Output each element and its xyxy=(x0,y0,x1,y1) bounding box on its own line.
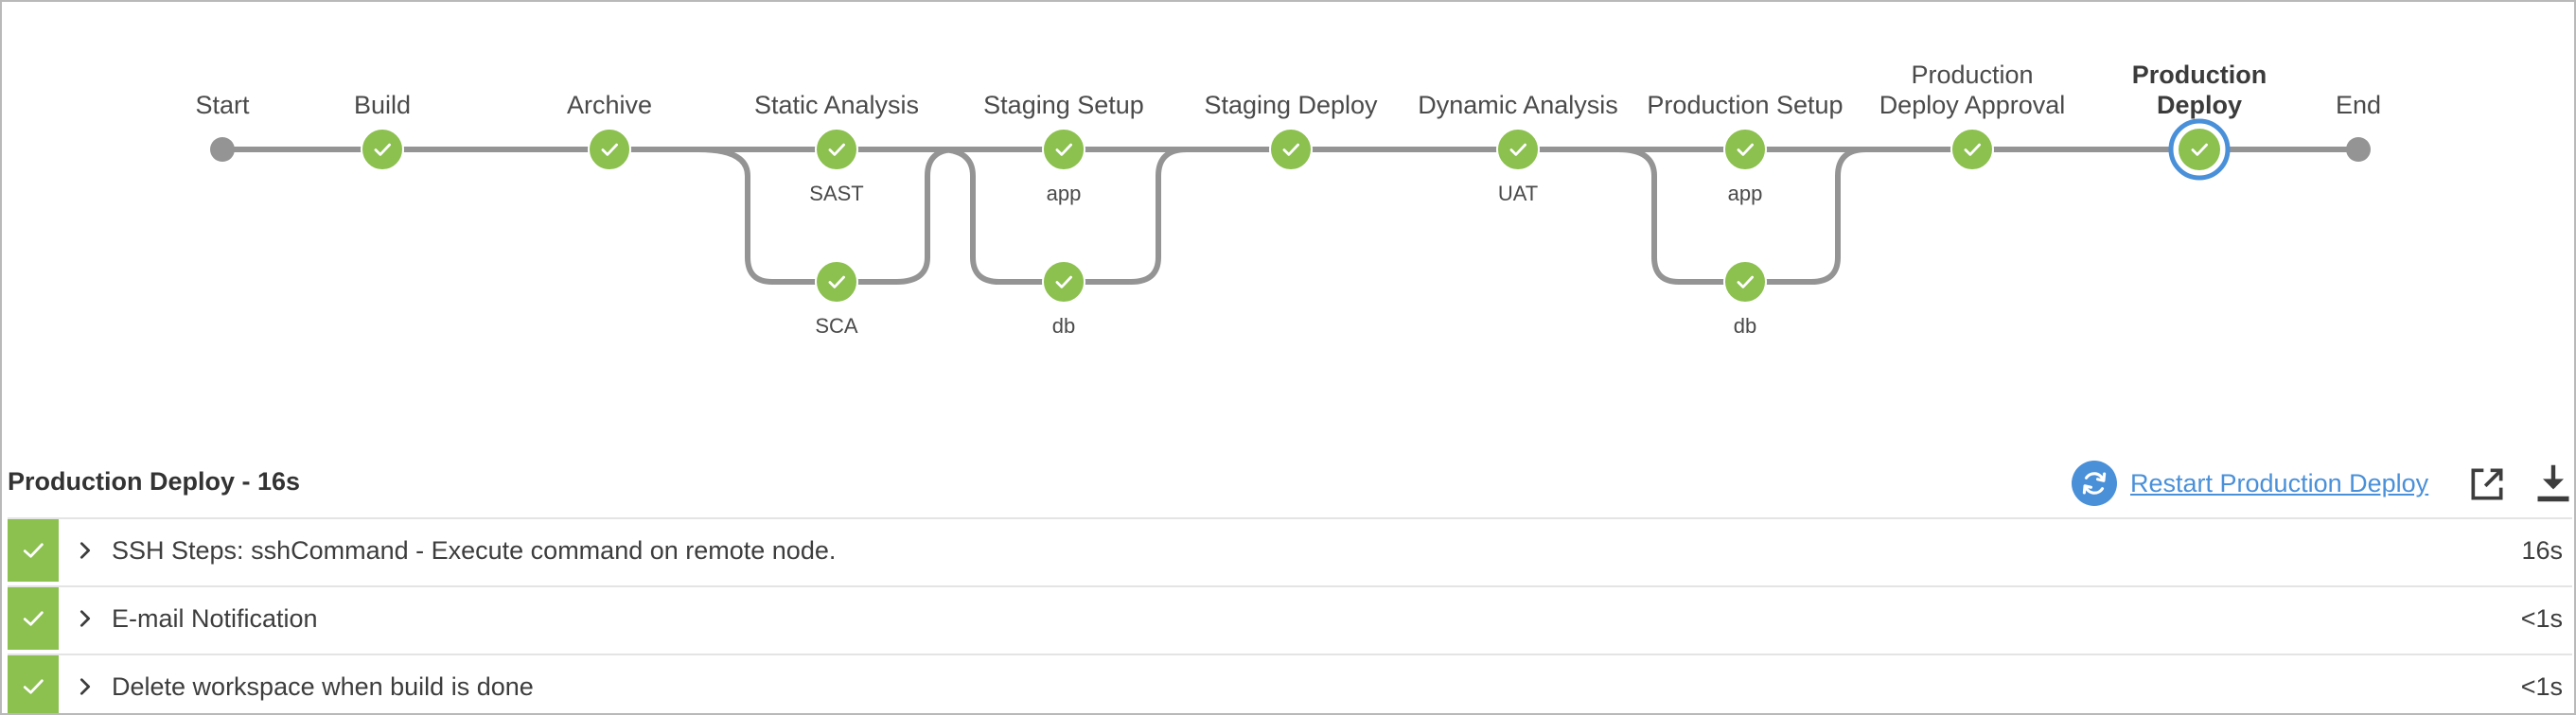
open-external-icon[interactable] xyxy=(2466,463,2508,505)
restart-stage-button[interactable]: Restart Production Deploy xyxy=(2072,461,2429,506)
step-status-success xyxy=(8,655,59,713)
check-icon xyxy=(23,611,44,626)
chevron-right-icon[interactable] xyxy=(66,655,104,713)
stage-title-dynamic-analysis[interactable]: Dynamic Analysis xyxy=(1418,91,1618,119)
pipeline-graph: Start Build Archive Static Analysis Stag… xyxy=(195,61,2381,338)
restart-stage-link[interactable]: Restart Production Deploy xyxy=(2130,468,2429,497)
step-row[interactable]: SSH Steps: sshCommand - Execute command … xyxy=(8,517,2572,582)
branch-label-production-db[interactable]: db xyxy=(1734,314,1756,338)
stage-node-build[interactable] xyxy=(361,128,404,171)
stage-node-sast[interactable] xyxy=(815,128,858,171)
stage-title-production-setup[interactable]: Production Setup xyxy=(1647,91,1843,119)
branch-label-staging-app[interactable]: app xyxy=(1047,182,1082,205)
step-status-success xyxy=(8,587,59,650)
chevron-right-icon[interactable] xyxy=(66,587,104,650)
stage-title-static-analysis[interactable]: Static Analysis xyxy=(754,91,919,119)
step-name: E-mail Notification xyxy=(112,603,318,633)
branch-label-sca[interactable]: SCA xyxy=(815,314,858,338)
branch-connector-static-analysis xyxy=(697,147,957,285)
step-row[interactable]: E-mail Notification <1s xyxy=(8,585,2572,650)
stage-node-uat[interactable] xyxy=(1496,128,1540,171)
stage-title-archive[interactable]: Archive xyxy=(567,91,652,119)
step-list: SSH Steps: sshCommand - Execute command … xyxy=(8,517,2572,713)
download-icon[interactable] xyxy=(2532,462,2574,505)
stage-node-staging-app[interactable] xyxy=(1042,128,1085,171)
step-duration: <1s xyxy=(2520,604,2563,633)
stage-title-production-deploy-line2[interactable]: Deploy xyxy=(2157,91,2242,119)
branch-label-staging-db[interactable]: db xyxy=(1052,314,1075,338)
stage-title-production-deploy-approval-line2[interactable]: Deploy Approval xyxy=(1879,91,2066,119)
stage-title-production-deploy-line1[interactable]: Production xyxy=(2132,61,2267,89)
stage-title-build[interactable]: Build xyxy=(354,91,411,119)
stage-node-staging-db[interactable] xyxy=(1042,260,1085,304)
end-node xyxy=(2346,137,2371,162)
branch-label-uat[interactable]: UAT xyxy=(1498,182,1538,205)
step-status-success xyxy=(8,519,59,582)
check-icon xyxy=(23,679,44,694)
stage-title-staging-deploy[interactable]: Staging Deploy xyxy=(1204,91,1378,119)
stage-node-sca[interactable] xyxy=(815,260,858,304)
step-duration: 16s xyxy=(2521,536,2563,565)
chevron-right-icon[interactable] xyxy=(66,519,104,582)
stage-node-staging-deploy[interactable] xyxy=(1269,128,1313,171)
step-duration: <1s xyxy=(2520,672,2563,701)
step-row[interactable]: Delete workspace when build is done <1s xyxy=(8,654,2572,713)
step-name: SSH Steps: sshCommand - Execute command … xyxy=(112,535,837,565)
stage-node-production-deploy-approval[interactable] xyxy=(1950,128,1994,171)
start-node xyxy=(210,137,235,162)
stage-node-production-app[interactable] xyxy=(1723,128,1767,171)
step-name: Delete workspace when build is done xyxy=(112,671,534,701)
refresh-icon[interactable] xyxy=(2072,461,2117,506)
stage-title-production-deploy-approval-line1[interactable]: Production xyxy=(1911,61,2033,89)
start-label: Start xyxy=(195,91,250,119)
stage-detail-header: Production Deploy - 16s Restart Producti… xyxy=(8,461,2574,506)
stage-node-production-db[interactable] xyxy=(1723,260,1767,304)
check-icon xyxy=(23,543,44,558)
end-label: End xyxy=(2336,91,2381,119)
stage-title-staging-setup[interactable]: Staging Setup xyxy=(983,91,1144,119)
branch-label-production-app[interactable]: app xyxy=(1728,182,1763,205)
stage-detail-title: Production Deploy - 16s xyxy=(8,467,301,496)
stage-node-production-deploy[interactable] xyxy=(2168,118,2231,181)
stage-node-archive[interactable] xyxy=(588,128,631,171)
branch-label-sast[interactable]: SAST xyxy=(809,182,863,205)
